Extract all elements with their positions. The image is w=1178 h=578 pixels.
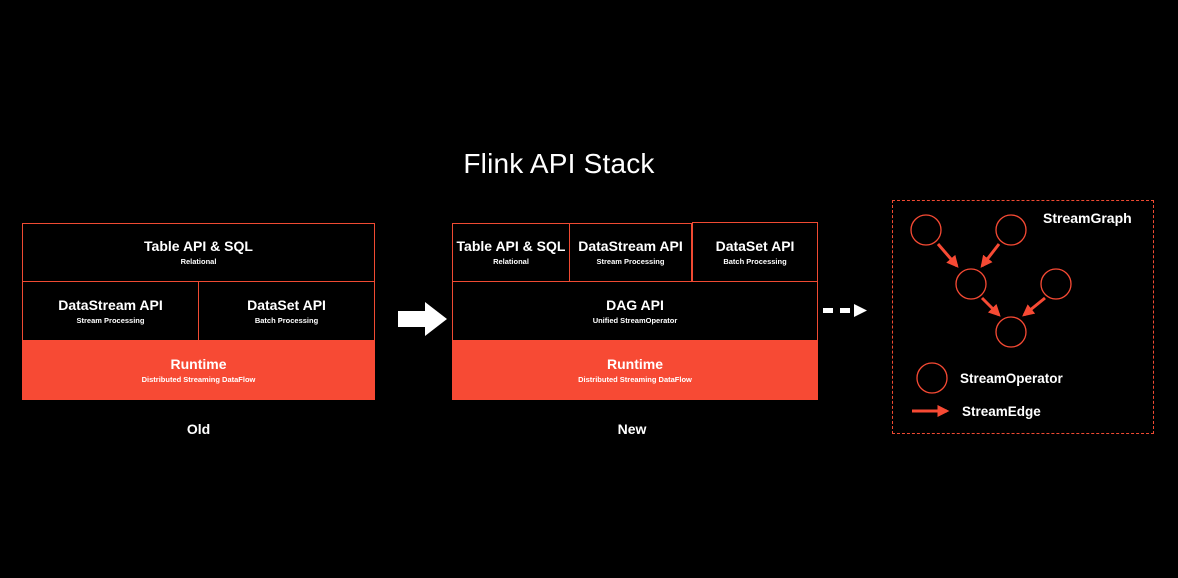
old-table-api-sub: Relational bbox=[180, 257, 217, 266]
new-dataset-api-label: DataSet API bbox=[715, 237, 795, 254]
new-runtime-layer: Runtime Distributed Streaming DataFlow bbox=[452, 340, 818, 400]
old-datastream-api-label: DataStream API bbox=[58, 296, 163, 313]
old-dataset-api-sub: Batch Processing bbox=[254, 315, 319, 325]
new-table-api-layer: Table API & SQL Relational bbox=[452, 223, 570, 282]
new-datastream-api-label: DataStream API bbox=[578, 238, 683, 254]
new-dag-api-sub: Unified StreamOperator bbox=[592, 315, 678, 325]
new-runtime-sub: Distributed Streaming DataFlow bbox=[578, 374, 692, 384]
diagram-title: Flink API Stack bbox=[463, 148, 655, 179]
graph-node-2 bbox=[995, 214, 1027, 246]
old-datastream-api-sub: Stream Processing bbox=[76, 315, 145, 325]
new-to-graph-dashed-arrow bbox=[823, 304, 867, 317]
new-table-api-label: Table API & SQL bbox=[456, 238, 566, 254]
graph-node-4 bbox=[1040, 268, 1072, 300]
graph-edge-3-5 bbox=[980, 296, 1001, 317]
old-dataset-api-layer: DataSet API Batch Processing bbox=[198, 281, 375, 341]
old-datastream-api-layer: DataStream API Stream Processing bbox=[22, 281, 199, 341]
legend-operator-label: StreamOperator bbox=[960, 371, 1063, 386]
graph-edge-2-3 bbox=[980, 243, 1001, 268]
old-caption: Old bbox=[186, 421, 211, 437]
new-datastream-api-layer: DataStream API Stream Processing bbox=[569, 223, 692, 282]
stream-graph-frame bbox=[892, 200, 1154, 434]
graph-edge-4-5 bbox=[1022, 296, 1046, 317]
new-dag-api-layer: DAG API Unified StreamOperator bbox=[452, 281, 818, 341]
old-runtime-sub: Distributed Streaming DataFlow bbox=[141, 374, 256, 384]
graph-node-5 bbox=[995, 316, 1027, 348]
stream-graph-title: StreamGraph bbox=[1043, 210, 1132, 226]
new-datastream-api-sub: Stream Processing bbox=[596, 257, 665, 266]
new-dag-api-label: DAG API bbox=[606, 296, 664, 313]
new-runtime-label: Runtime bbox=[607, 355, 663, 372]
graph-node-3 bbox=[955, 268, 987, 300]
old-table-api-label: Table API & SQL bbox=[144, 238, 253, 254]
old-dataset-api-label: DataSet API bbox=[247, 296, 326, 313]
old-runtime-label: Runtime bbox=[170, 355, 227, 372]
new-dataset-api-layer: DataSet API Batch Processing bbox=[692, 222, 818, 282]
new-dataset-api-sub: Batch Processing bbox=[723, 256, 787, 266]
old-table-api-layer: Table API & SQL Relational bbox=[22, 223, 375, 282]
new-caption: New bbox=[617, 421, 647, 437]
new-table-api-sub: Relational bbox=[493, 257, 529, 266]
old-to-new-arrow bbox=[398, 302, 447, 336]
old-runtime-layer: Runtime Distributed Streaming DataFlow bbox=[22, 340, 375, 400]
graph-edge-1-3 bbox=[936, 243, 959, 268]
legend-operator-icon bbox=[916, 362, 948, 394]
graph-node-1 bbox=[910, 214, 942, 246]
legend-edge-label: StreamEdge bbox=[962, 404, 1041, 419]
